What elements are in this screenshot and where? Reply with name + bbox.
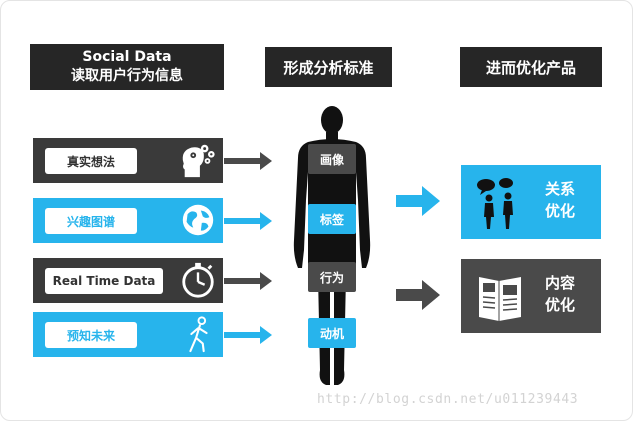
arrow-right xyxy=(224,326,272,344)
header-left-line1: Social Data xyxy=(82,49,172,65)
arrow-right xyxy=(224,152,272,170)
header-middle-text: 形成分析标准 xyxy=(283,58,374,77)
brain-gears-icon xyxy=(182,144,215,178)
standard-tag-behavior: 行为 xyxy=(308,262,356,292)
input-row-real-time-data: Real Time Data xyxy=(33,258,223,303)
input-label: 真实想法 xyxy=(45,148,137,174)
output-label: 关系 优化 xyxy=(533,178,587,222)
output-relationship-optimization: 关系 优化 xyxy=(461,165,601,239)
input-label: 兴趣图谱 xyxy=(45,208,137,234)
standard-tag-label: 标签 xyxy=(308,204,356,234)
globe-icon xyxy=(182,204,214,236)
arrow-right xyxy=(396,186,440,216)
output-label-line2: 优化 xyxy=(544,202,575,220)
watermark: http://blog.csdn.net/u011239443 xyxy=(317,392,579,407)
header-optimize-product: 进而优化产品 xyxy=(460,47,602,87)
stopwatch-icon xyxy=(182,262,214,298)
input-row-predict-future: 预知未来 xyxy=(33,312,223,357)
input-label: Real Time Data xyxy=(45,268,163,294)
arrow-right xyxy=(224,272,272,290)
output-label-line2: 优化 xyxy=(544,296,575,314)
arrow-right xyxy=(224,212,272,230)
header-left-line2: 读取用户行为信息 xyxy=(71,68,183,84)
output-label-line1: 内容 xyxy=(544,274,575,292)
standard-tag-portrait: 画像 xyxy=(308,144,356,174)
header-right-text: 进而优化产品 xyxy=(485,58,576,77)
input-row-interest-graph: 兴趣图谱 xyxy=(33,198,223,243)
output-label-line1: 关系 xyxy=(544,180,575,198)
input-row-true-thoughts: 真实想法 xyxy=(33,138,223,183)
input-label: 预知未来 xyxy=(45,322,137,348)
walking-person-icon xyxy=(189,316,208,353)
standard-tag-motivation: 动机 xyxy=(308,318,356,348)
people-chatting-icon xyxy=(477,178,513,229)
output-label: 内容 优化 xyxy=(533,272,587,316)
header-analysis-standard: 形成分析标准 xyxy=(265,47,392,87)
output-content-optimization: 内容 优化 xyxy=(461,259,601,333)
arrow-right xyxy=(396,280,440,310)
header-social-data: Social Data 读取用户行为信息 xyxy=(30,44,224,90)
newspaper-icon xyxy=(479,277,521,321)
